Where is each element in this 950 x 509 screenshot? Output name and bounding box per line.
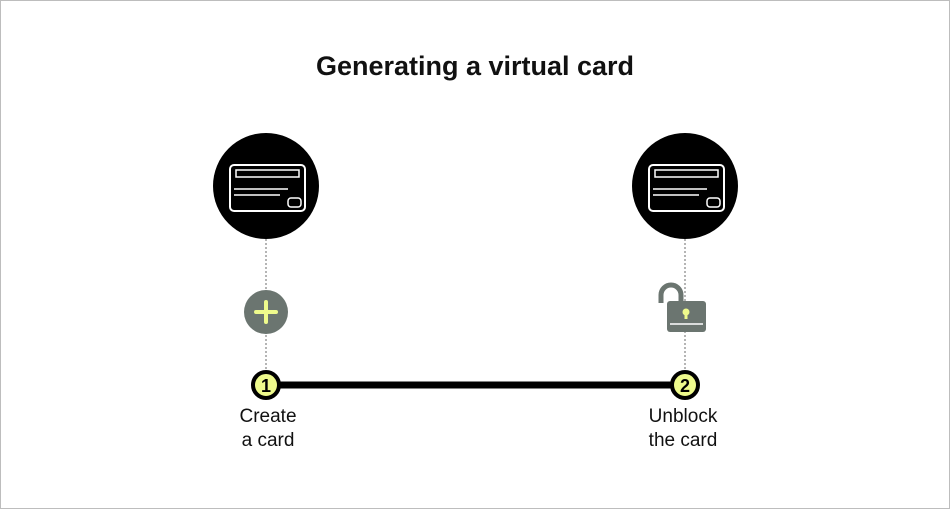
card-icon [213,133,319,239]
label-line: a card [241,430,295,451]
step-2-marker: 2 [670,370,700,400]
step-number: 2 [680,376,690,396]
step-1-label: Create a card [188,405,348,453]
diagram-title: Generating a virtual card [315,51,635,81]
card-icon [632,133,738,239]
step-number: 1 [261,376,271,396]
label-line: Unblock [648,406,718,427]
step-1-marker: 1 [251,370,281,400]
plus-icon [244,290,288,334]
label-line: the card [648,430,718,451]
step-2-label: Unblock the card [603,405,763,453]
label-line: Create [239,406,297,427]
unlock-icon [658,282,706,332]
